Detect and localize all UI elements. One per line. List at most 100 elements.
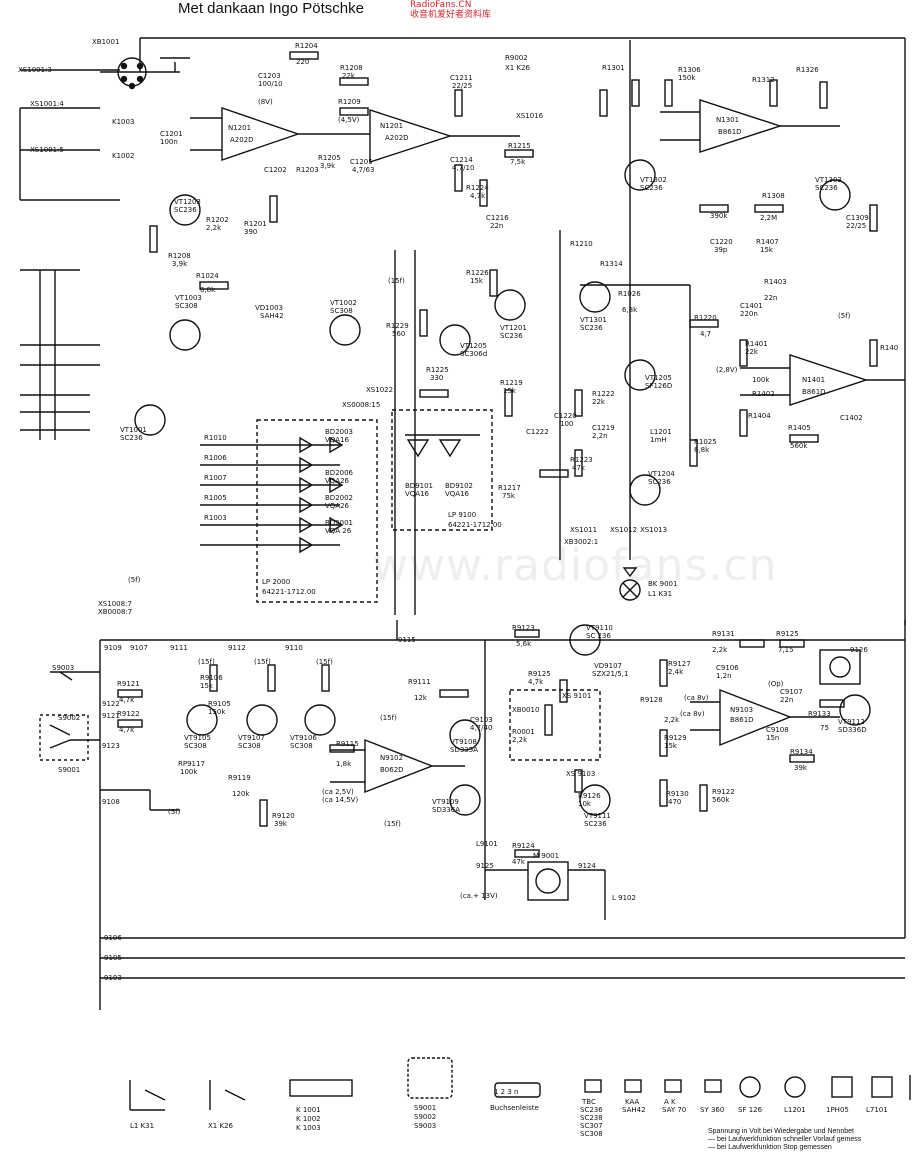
svg-text:XS1012: XS1012 [610,526,637,534]
svg-text:XS1016: XS1016 [516,112,544,120]
svg-text:9112: 9112 [228,644,246,652]
svg-text:B861D: B861D [802,388,826,396]
svg-text:XS 9101: XS 9101 [562,692,591,700]
svg-text:XB0010: XB0010 [512,706,539,714]
svg-text:9109: 9109 [104,644,122,652]
svg-text:2,2k: 2,2k [664,716,680,724]
svg-text:SC308: SC308 [290,742,313,750]
svg-text:4,7k: 4,7k [528,678,544,686]
svg-text:XS1001:5: XS1001:5 [30,146,64,154]
svg-text:XB3002:1: XB3002:1 [564,538,598,546]
svg-text:1,2n: 1,2n [716,672,732,680]
svg-text:7,5k: 7,5k [510,158,526,166]
svg-text:R9130: R9130 [666,790,689,798]
svg-text:9111: 9111 [170,644,188,652]
svg-text:R0001: R0001 [512,728,535,736]
top-rails [100,37,906,625]
amp-n9103 [690,688,840,747]
svg-text:SC308: SC308 [580,1130,603,1138]
svg-text:22k: 22k [745,348,759,356]
svg-text:L1201: L1201 [650,428,672,436]
svg-text:SC238: SC238 [580,1114,603,1122]
svg-text:R9106: R9106 [200,674,223,682]
svg-text:N1201: N1201 [380,122,403,130]
svg-text:220n: 220n [740,310,758,318]
svg-text:(5f): (5f) [128,576,141,584]
svg-text:15k: 15k [200,682,214,690]
svg-text:R1204: R1204 [295,42,318,50]
svg-text:R9125: R9125 [528,670,551,678]
svg-text:XS1013: XS1013 [640,526,667,534]
svg-text:R1215: R1215 [508,142,531,150]
bus-9106: 9106 [104,934,122,942]
svg-text:9108: 9108 [102,798,120,806]
connector-xb1001 [117,57,147,90]
svg-text:R9119: R9119 [228,774,251,782]
svg-text:3,9k: 3,9k [320,162,336,170]
amp-n1201 [190,107,340,161]
bk9001-lamp [619,567,641,601]
lp2000-board [200,419,378,603]
svg-text:R1025: R1025 [694,438,717,446]
svg-text:330: 330 [430,374,443,382]
svg-text:R1301: R1301 [602,64,625,72]
svg-text:R1222: R1222 [592,390,615,398]
svg-text:VQA 26: VQA 26 [325,527,352,535]
lp2000-label: LP 2000 [262,578,290,586]
svg-text:VT1301: VT1301 [580,316,607,324]
svg-text:R9129: R9129 [664,734,687,742]
svg-text:22k: 22k [342,72,356,80]
svg-text:C1214: C1214 [450,156,473,164]
svg-text:VT9108: VT9108 [450,738,477,746]
svg-text:(15f): (15f) [380,714,397,722]
svg-text:9115: 9115 [398,636,416,644]
svg-text:(2,8V): (2,8V) [716,366,738,374]
svg-text:22k: 22k [592,398,606,406]
svg-text:SC308: SC308 [238,742,261,750]
svg-text:A202D: A202D [385,134,409,142]
svg-text:SC306d: SC306d [460,350,487,358]
svg-text:SD336A: SD336A [432,806,460,814]
svg-text:100k: 100k [180,768,198,776]
svg-text:4,7/10: 4,7/10 [452,164,474,172]
svg-text:(15f): (15f) [384,820,401,828]
svg-text:39k: 39k [794,764,808,772]
svg-text:150k: 150k [678,74,696,82]
svg-text:R9128: R9128 [640,696,663,704]
svg-text:(ca 14,5V): (ca 14,5V) [322,796,358,804]
transistors-top [134,159,851,506]
svg-text:SC307: SC307 [580,1122,603,1130]
svg-text:B062D: B062D [380,766,404,774]
svg-text:R1024: R1024 [196,272,219,280]
svg-text:BD9102: BD9102 [445,482,473,490]
svg-text:SC236: SC236 [174,206,197,214]
svg-text:R1306: R1306 [678,66,701,74]
svg-text:4,7/63: 4,7/63 [352,166,374,174]
svg-text:R1219: R1219 [500,379,523,387]
svg-text:SZX21/5,1: SZX21/5,1 [592,670,628,678]
svg-text:R1003: R1003 [204,514,227,522]
svg-text:B861D: B861D [730,716,754,724]
header-watermark: RadioFans.CN 收音机爱好者资料库 [410,0,491,20]
svg-text:C1202: C1202 [264,166,287,174]
bk-sub: L1 K31 [648,590,672,598]
watermark-site: RadioFans.CN [410,0,472,10]
svg-text:4,7k: 4,7k [470,192,486,200]
svg-text:N1401: N1401 [802,376,825,384]
svg-text:R1312: R1312 [752,76,775,84]
mid-vertical-lines [394,40,691,615]
svg-text:R9126: R9126 [578,792,601,800]
motor-label: M 9001 [533,852,559,860]
svg-text:SD335A: SD335A [450,746,478,754]
svg-text:VT1302: VT1302 [640,176,667,184]
svg-text:10k: 10k [578,800,592,808]
svg-text:R1326: R1326 [796,66,819,74]
svg-text:SC236: SC236 [815,184,838,192]
svg-text:R9125: R9125 [776,630,799,638]
svg-text:(ca 8v): (ca 8v) [684,694,709,702]
svg-text:R1208: R1208 [168,252,191,260]
svg-text:L 9102: L 9102 [612,894,636,902]
svg-text:C1220: C1220 [710,238,733,246]
svg-text:C1201: C1201 [160,130,183,138]
